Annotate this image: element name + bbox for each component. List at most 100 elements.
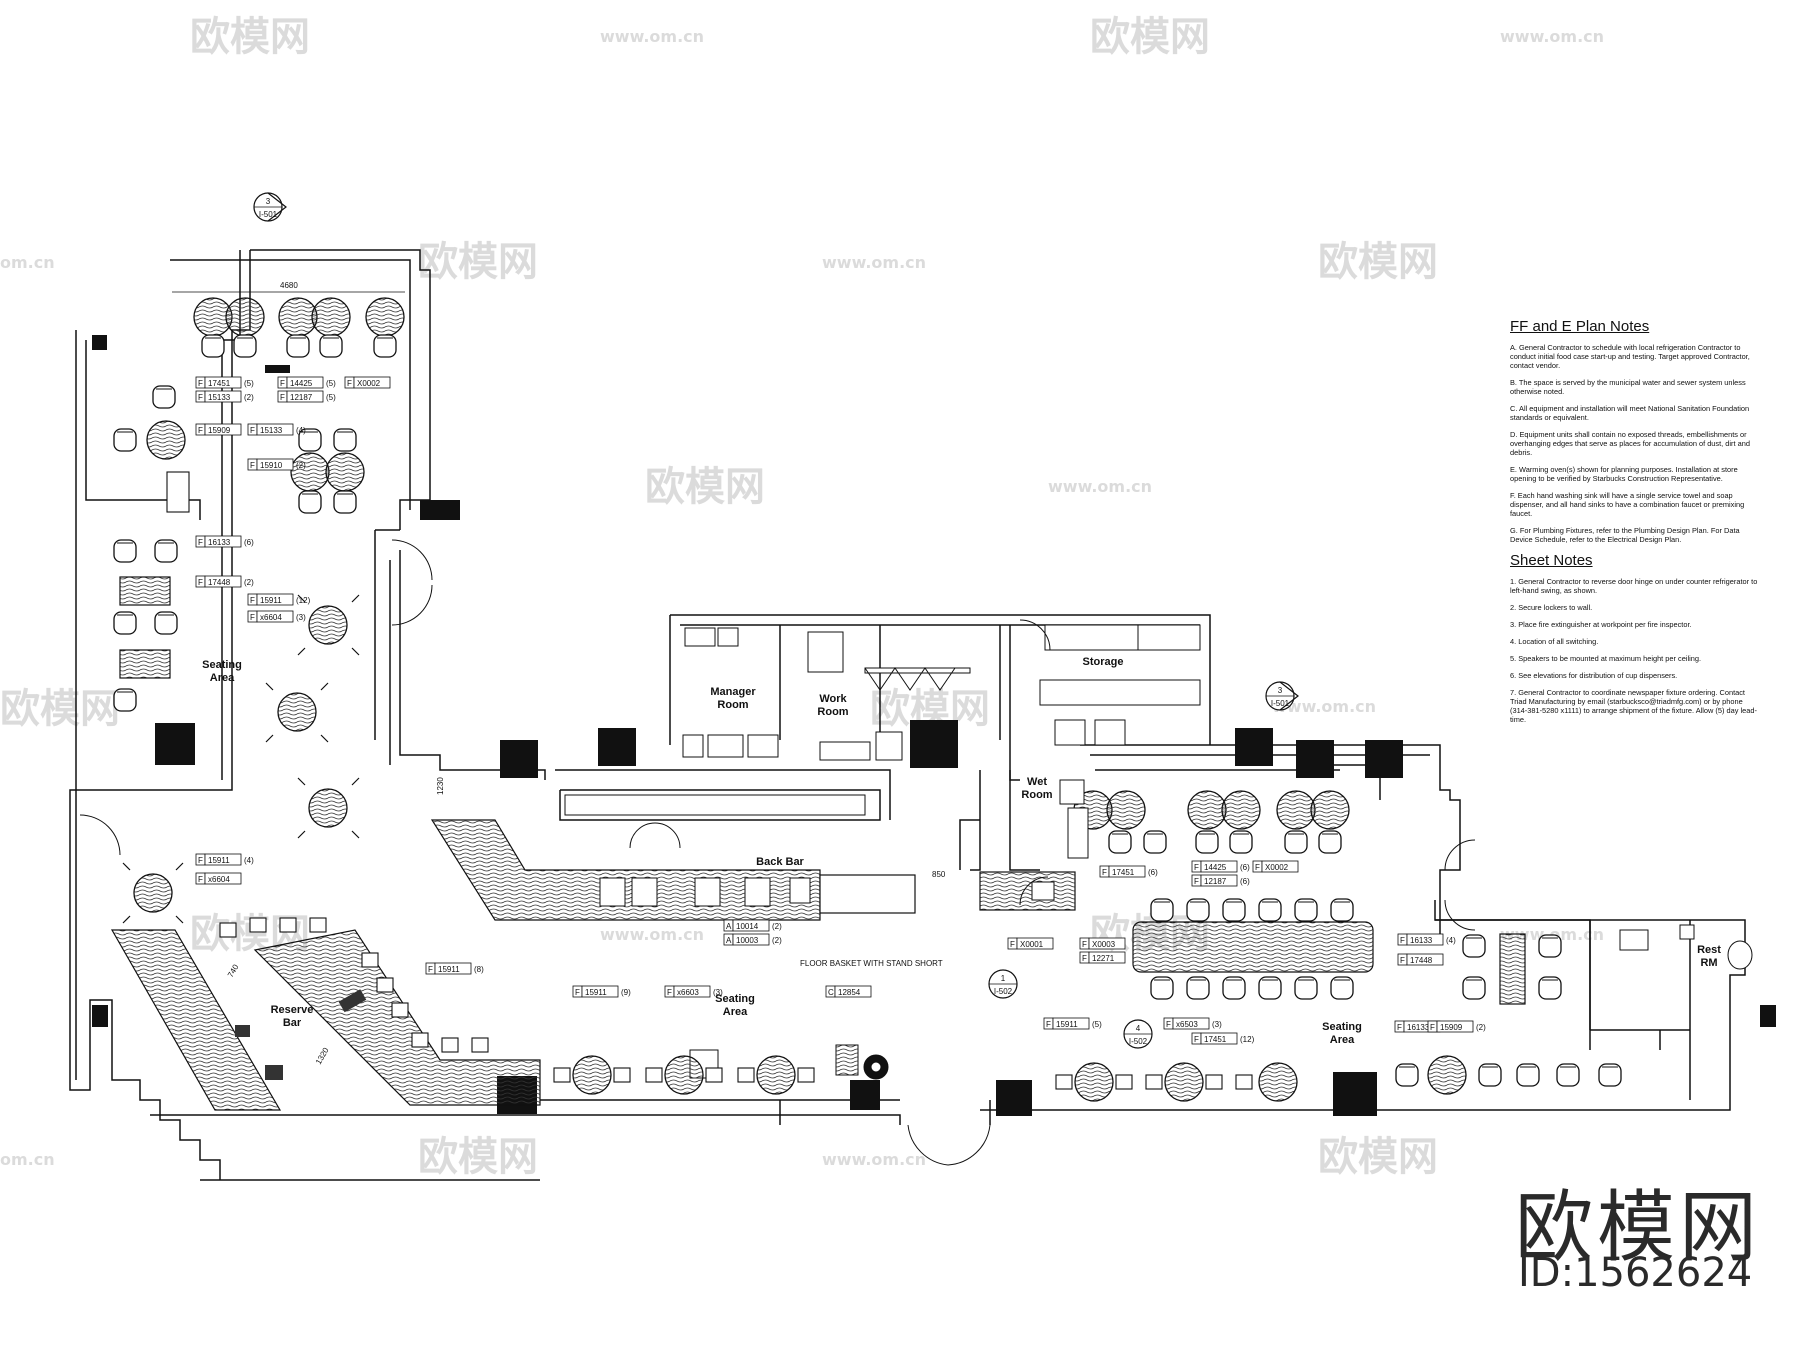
watermark-text: 欧模网 (418, 1134, 538, 1180)
image-id: ID:1562624 (1518, 1250, 1753, 1296)
fixture-tag-code: 15911 (438, 965, 460, 974)
ffe-note: C. All equipment and installation will m… (1510, 404, 1750, 422)
watermark-url: www.om.cn (1048, 477, 1152, 496)
fixture-tag-letter: F (1166, 1020, 1171, 1029)
sheet-notes-title: Sheet Notes (1510, 552, 1593, 569)
dim-740: 740 (226, 962, 241, 979)
sheet-note: 1. General Contractor to reverse door hi… (1510, 577, 1758, 595)
fixture-tag-letter: F (1397, 1023, 1402, 1032)
fixture-tag-qty: (4) (1446, 936, 1456, 945)
fixture-tag-qty: (2) (296, 461, 306, 470)
svg-text:3: 3 (1278, 686, 1283, 695)
fixture-tag-letter: F (1194, 863, 1199, 872)
fixture-tag: F X0003 (1079, 937, 1126, 950)
wet-room-label-2: Room (1021, 789, 1052, 801)
watermark-url: om.cn (0, 253, 55, 272)
furniture-center-row (553, 1044, 859, 1095)
section-marker: 3 I-501 (1265, 681, 1299, 711)
ffe-note: A. General Contractor to schedule with l… (1510, 343, 1750, 370)
fixture-tag-letter: F (250, 426, 255, 435)
doors (79, 539, 1476, 1166)
watermark-text: 欧模网 (645, 464, 765, 510)
communal-table (1132, 921, 1374, 973)
back-of-house-fixtures (682, 624, 1753, 970)
ffe-note: F. Each hand washing sink will have a si… (1510, 491, 1745, 518)
watermark-url: www.om.cn (600, 27, 704, 46)
fixture-tag-code: 16133 (208, 538, 231, 547)
ffe-note: E. Warming oven(s) shown for planning pu… (1510, 465, 1738, 483)
fixture-tag-code: 12187 (1204, 877, 1227, 886)
fixture-tag-qty: (5) (244, 379, 254, 388)
fixture-tag-letter: F (280, 393, 285, 402)
watermark-layer: www.om.cn www.om.cn www.om.cn www.om.cn … (0, 14, 1604, 1180)
fixture-tag: F 12187 (5) (277, 390, 336, 403)
fixture-tag-letter: A (726, 922, 732, 931)
fixture-tag-letter: F (1400, 936, 1405, 945)
fixture-tag-letter: F (1046, 1020, 1051, 1029)
svg-text:1: 1 (1001, 974, 1006, 983)
section-markers: 3 I-501 3 I-501 1 I-502 4 I-502 (253, 192, 1299, 1049)
pastry-case (819, 874, 916, 914)
fixture-tag-code: 17451 (1204, 1035, 1227, 1044)
fixture-tag-letter: F (1400, 956, 1405, 965)
fixture-tag-code: 17451 (208, 379, 231, 388)
fixture-tag-qty: (12) (1240, 1035, 1255, 1044)
fixture-tag-qty: (9) (621, 988, 631, 997)
fixture-tag-qty: (5) (326, 393, 336, 402)
work-room-label-2: Room (817, 706, 848, 718)
fixture-tag-code: 17448 (1410, 956, 1433, 965)
dim-1230: 1230 (436, 777, 445, 795)
seating-area-right-label-2: Area (1330, 1034, 1355, 1046)
fixture-tag-letter: A (726, 936, 732, 945)
sheet-note: 4. Location of all switching. (1510, 637, 1599, 646)
fixture-tag-letter: F (667, 988, 672, 997)
watermark-url: om.cn (0, 1150, 55, 1169)
rest-room-label-2: RM (1700, 957, 1717, 969)
work-room-label: Work (819, 693, 847, 705)
watermark-url: www.om.cn (600, 925, 704, 944)
section-marker: 4 I-502 (1123, 1019, 1153, 1049)
dim-top-width: 4680 (280, 281, 298, 290)
fixture-tag-code: 15910 (260, 461, 283, 470)
fixture-tag-qty: (3) (713, 988, 723, 997)
reserve-bar-left-counter (110, 929, 282, 1111)
brand-logo-text: 欧模网 (1515, 1183, 1762, 1273)
storage-label: Storage (1083, 656, 1124, 668)
fixture-tag-code: X0001 (1020, 940, 1044, 949)
watermark-text: 欧模网 (1318, 239, 1438, 285)
fixture-tag-code: x6603 (677, 988, 699, 997)
watermark-url: www.om.cn (822, 253, 926, 272)
fixture-tag: F 17448 (1397, 953, 1444, 966)
fixture-tag-qty: (12) (296, 596, 311, 605)
fixture-tag-qty: (6) (1240, 877, 1250, 886)
fixture-tag-code: X0002 (1265, 863, 1289, 872)
ffe-notes-title: FF and E Plan Notes (1510, 318, 1650, 335)
left-wood-table-1 (119, 576, 171, 606)
fixture-tag-letter: F (1010, 940, 1015, 949)
fixture-tag-letter: F (575, 988, 580, 997)
fixture-tag-letter: F (1082, 940, 1087, 949)
fixture-tag-code: X0003 (1092, 940, 1116, 949)
fixture-tag-letter: F (198, 393, 203, 402)
fixture-tag-code: 12187 (290, 393, 313, 402)
fixture-tag-code: 10003 (736, 936, 759, 945)
fixture-tag-qty: (2) (244, 578, 254, 587)
furniture-left-wing (113, 297, 405, 924)
fixture-tag-letter: F (198, 426, 203, 435)
fixture-tag-letter: F (1194, 877, 1199, 886)
back-bar-label: Back Bar (756, 856, 804, 868)
fixture-tag-code: 17451 (1112, 868, 1135, 877)
